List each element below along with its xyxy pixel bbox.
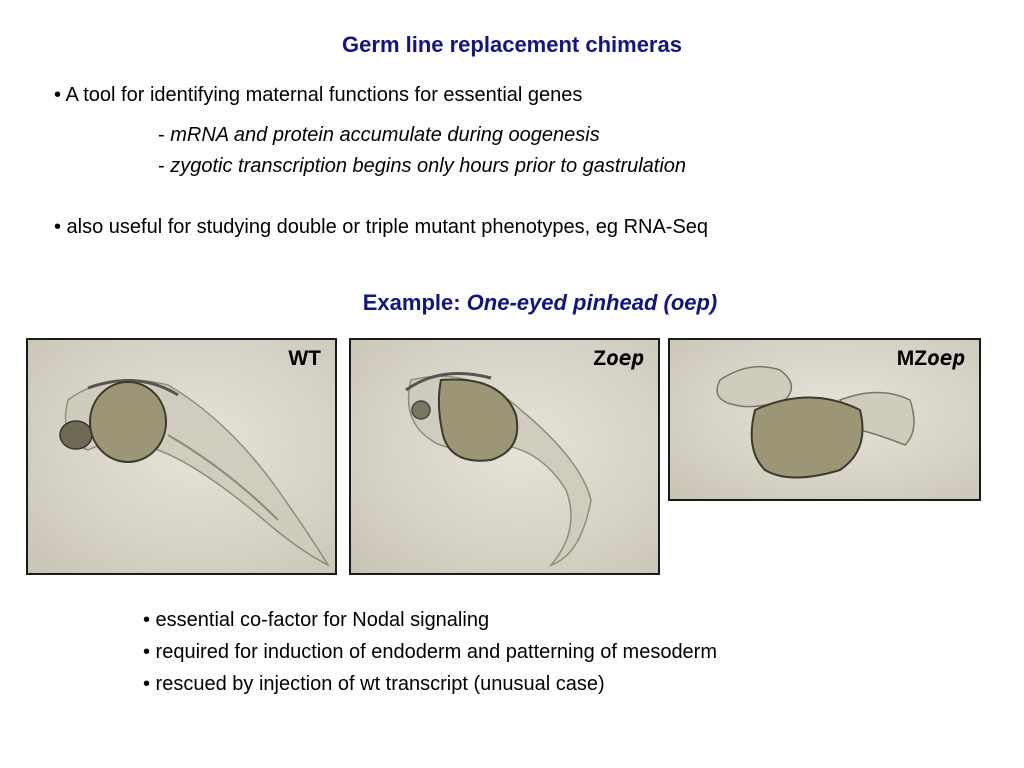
panel-label-wt: WT xyxy=(288,347,321,370)
bottom-bullet-endoderm: • required for induction of endoderm and… xyxy=(143,641,718,663)
sub-bullet-dash: - xyxy=(158,124,171,146)
panel-label-zoep: Zoep xyxy=(593,346,644,370)
sub-bullet-zygotic: - zygotic transcription begins only hour… xyxy=(158,155,686,178)
sub-bullet-text: mRNA and protein accumulate during oogen… xyxy=(170,124,600,146)
bullet-maternal-functions: • A tool for identifying maternal functi… xyxy=(54,84,583,106)
image-panel-mzoep: MZoep xyxy=(668,338,981,501)
image-panel-wt: WT xyxy=(26,338,337,575)
slide-title: Germ line replacement chimeras xyxy=(342,32,682,57)
embryo-zoep-image xyxy=(405,372,592,567)
bullet-double-mutant: • also useful for studying double or tri… xyxy=(54,216,709,238)
sub-bullet-text: zygotic transcription begins only hours … xyxy=(170,155,687,177)
sub-bullet-mrna: - mRNA and protein accumulate during oog… xyxy=(158,124,600,147)
example-gene-name: One-eyed pinhead (oep) xyxy=(466,290,718,315)
example-prefix: Example: xyxy=(362,290,467,315)
example-heading: Example: One-eyed pinhead (oep) xyxy=(0,290,1024,316)
sub-bullet-dash: - xyxy=(158,155,171,177)
embryo-wt-image xyxy=(59,378,330,567)
panel-label-mzoep: MZoep xyxy=(896,346,965,370)
bottom-bullet-rescue: • rescued by injection of wt transcript … xyxy=(143,673,605,695)
bottom-bullet-nodal: • essential co-factor for Nodal signalin… xyxy=(143,609,490,631)
image-panel-zoep: Zoep xyxy=(349,338,660,575)
embryo-mzoep-image xyxy=(716,365,915,479)
